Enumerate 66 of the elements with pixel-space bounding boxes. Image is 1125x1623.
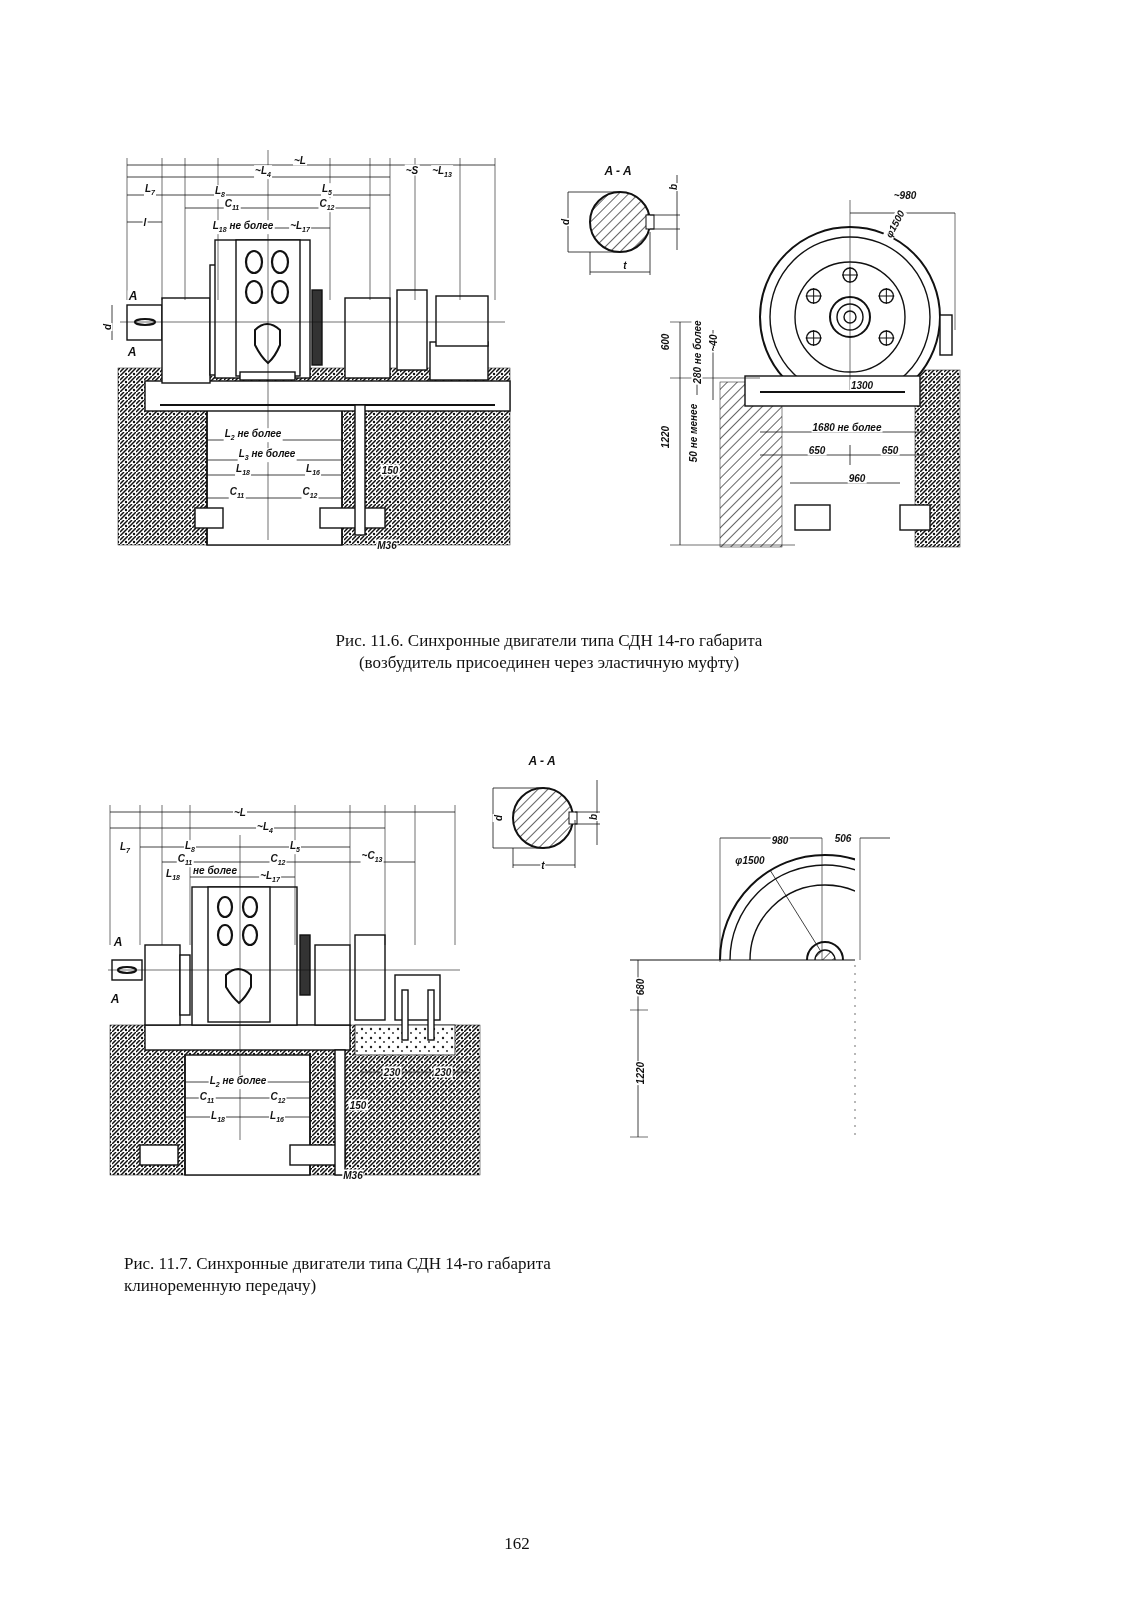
dimension-label: C$_{11}$ (223, 198, 241, 212)
dimension-label: L$_{5}$ (321, 183, 333, 197)
dimension-label: C$_{11}$ (228, 486, 246, 500)
dimension-label: ~40 (707, 333, 719, 353)
dimension-label: 650 (880, 444, 900, 456)
dimension-label: ~L$_{13}$ (431, 165, 453, 179)
dimension-label: d (559, 217, 571, 227)
dimension-label: 280 не более (691, 319, 703, 385)
dimension-label: d (101, 322, 113, 332)
dimension-label: ~L$_{4}$ (256, 821, 274, 835)
dimension-label: C$_{12}$ (269, 1091, 287, 1105)
dimension-label: L$_{18}$ (165, 868, 181, 882)
dimension-label: 680 (634, 977, 646, 997)
dimension-label: 600 (659, 332, 671, 352)
dimension-label: ~C$_{13}$ (360, 850, 384, 864)
dimension-label: L$_{5}$ (289, 840, 301, 854)
dimension-label: L$_{18}$ не более (211, 220, 275, 234)
dimension-label: L$_{16}$ (305, 463, 321, 477)
dimension-label: 650 (807, 444, 827, 456)
dimension-label: ~L$_{17}$ (289, 220, 311, 234)
dimension-label: M36 (342, 1169, 364, 1181)
dimension-label: 1220 (634, 1060, 646, 1086)
dimension-label: C$_{11}$ (198, 1091, 216, 1105)
dimension-label: b (587, 812, 599, 822)
dimension-label: φ1500 (734, 854, 766, 866)
dimension-label: L$_{3}$ не более (237, 448, 297, 462)
dimension-label: t (622, 259, 628, 271)
dimension-label: 150 (380, 464, 400, 476)
dimension-label: ~L$_{17}$ (259, 870, 281, 884)
dimension-label: C$_{11}$ (176, 853, 194, 867)
dimension-label: t (540, 859, 546, 871)
figure-caption: Рис. 11.7. Синхронные двигатели типа СДН 14-го габарита клиноременную передачу) (124, 1253, 552, 1298)
dimension-label: 150 (348, 1099, 368, 1111)
dimension-label: b (667, 182, 679, 192)
dimension-label: l (142, 216, 148, 228)
dimension-label: 506 (833, 832, 853, 844)
dimension-label: ~L$_{4}$ (254, 165, 272, 179)
dimension-label: L$_{2}$ не более (208, 1075, 268, 1089)
dimension-label: ~980 (892, 189, 918, 201)
dimension-label: L$_{18}$ (210, 1110, 226, 1124)
dimension-label: 960 (847, 472, 867, 484)
dimension-label: L$_{16}$ (269, 1110, 285, 1124)
dimension-label: 230 (433, 1066, 453, 1078)
dimension-label: 50 не менее (687, 402, 699, 464)
dimension-label: не более (192, 864, 238, 876)
dimension-label: 1300 (849, 379, 875, 391)
dimension-label: 1220 (659, 424, 671, 450)
dimension-label: d (492, 813, 504, 823)
dimension-label: 980 (770, 834, 790, 846)
dimension-label: L$_{8}$ (214, 185, 226, 199)
dimension-label: 1680 не более (811, 421, 883, 433)
dimension-label: ~S (404, 164, 420, 176)
page-number: 162 (503, 1533, 531, 1555)
dimension-label: L$_{18}$ (235, 463, 251, 477)
dimension-label: ~L (233, 806, 247, 818)
dimension-label: C$_{12}$ (301, 486, 319, 500)
dimension-label: L$_{2}$ не более (223, 428, 283, 442)
dimension-label: L$_{7}$ (144, 183, 156, 197)
dimension-label: C$_{12}$ (269, 853, 287, 867)
dimension-label: ~L (293, 154, 307, 166)
dimension-label: L$_{8}$ (184, 840, 196, 854)
dimension-label: L$_{7}$ (119, 841, 131, 855)
dimension-label: M36 (376, 539, 398, 551)
figure-caption: Рис. 11.6. Синхронные двигатели типа СДН 14-го габарита (возбудитель присоединен через эластичную муфту) (334, 630, 764, 675)
dimension-label: C$_{12}$ (318, 198, 336, 212)
dimension-label: 230 (382, 1066, 402, 1078)
